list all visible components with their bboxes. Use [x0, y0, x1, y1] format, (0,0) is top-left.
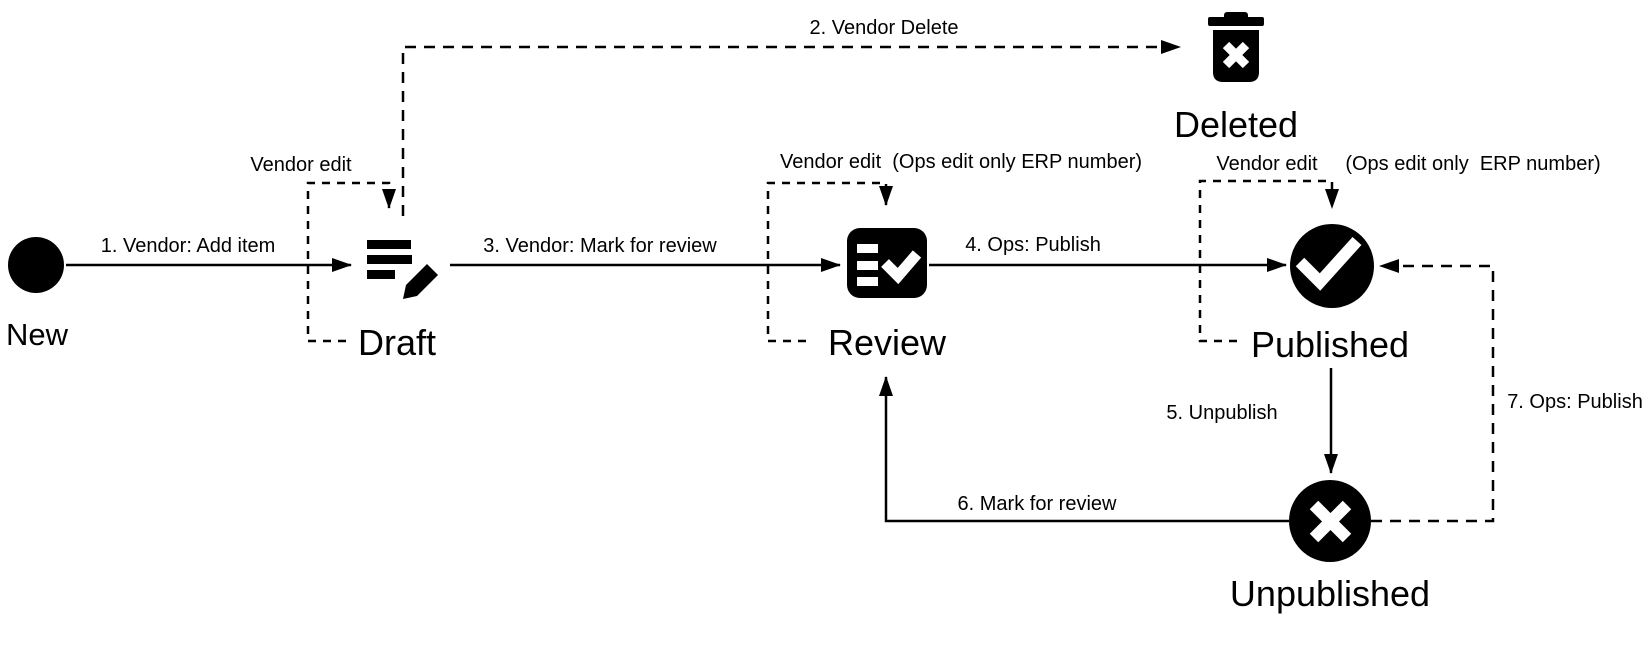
transition-2-arrow: [401, 40, 1181, 216]
draft-state-label: Draft: [358, 322, 436, 363]
deleted-state-label: Deleted: [1174, 104, 1298, 145]
review-loop-label: Vendor edit (Ops edit only ERP number): [780, 151, 1142, 173]
unpublished-state-label: Unpublished: [1230, 573, 1430, 614]
transition-4-label: 4. Ops: Publish: [965, 234, 1101, 256]
checklist-card-icon: [847, 228, 927, 298]
edit-lines-pencil-icon: [367, 240, 438, 299]
draft-loop-label: Vendor edit: [250, 154, 352, 176]
state-unpublished: Unpublished: [1230, 480, 1430, 614]
transition-7-label: 7. Ops: Publish: [1507, 391, 1643, 413]
new-state-label: New: [6, 317, 69, 352]
state-draft: Draft: [358, 240, 438, 363]
transition-1-label: 1. Vendor: Add item: [101, 235, 276, 257]
published-state-label: Published: [1251, 324, 1409, 365]
transition-5-label: 5. Unpublish: [1166, 402, 1277, 424]
transition-6-label: 6. Mark for review: [958, 493, 1117, 515]
published-loop-label-note: (Ops edit only ERP number): [1345, 153, 1600, 175]
state-review: Review: [828, 228, 947, 363]
published-self-loop: [1198, 179, 1339, 343]
x-circle-icon: [1289, 480, 1371, 562]
state-new: New: [6, 237, 69, 352]
transition-3-label: 3. Vendor: Mark for review: [483, 235, 717, 257]
pencil-icon: [403, 264, 438, 299]
draft-self-loop: [306, 181, 396, 343]
transition-2-label: 2. Vendor Delete: [810, 17, 959, 39]
check-circle-icon: [1290, 224, 1374, 308]
published-loop-label: Vendor edit: [1216, 153, 1318, 175]
transition-6-arrow: [879, 376, 1289, 523]
review-self-loop: [766, 181, 893, 343]
new-state-icon: [8, 237, 64, 293]
review-state-label: Review: [828, 322, 947, 363]
state-deleted: Deleted: [1174, 12, 1298, 145]
state-published: Published: [1251, 224, 1409, 365]
trash-x-icon: [1208, 12, 1264, 82]
transition-7-arrow: [1371, 259, 1495, 523]
